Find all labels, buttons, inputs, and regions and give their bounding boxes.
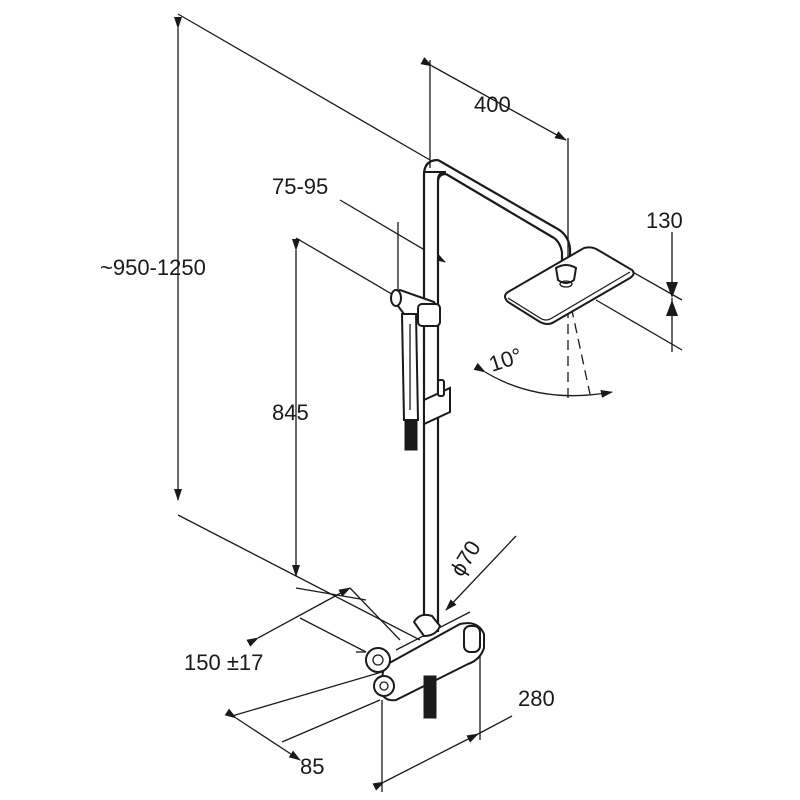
thermostat-width-label: 280 [518,686,555,711]
rain-shower-head [504,246,635,325]
spray-angle-label: 10° [486,343,525,377]
arm-length-dimension: 400 [420,57,569,262]
wall-distance-dimension: 85 [224,671,383,779]
head-height-dimension: 130 [595,208,683,352]
rail-height-label: 845 [272,400,309,425]
head-offset-label: 75-95 [272,174,328,199]
head-offset-dimension: 75-95 [272,174,446,290]
arm-length-label: 400 [474,92,511,117]
inlet-spacing-label: 150 ±17 [184,650,263,675]
head-height-label: 130 [646,208,683,233]
thermostat-width-dimension: 280 [372,640,555,792]
pipe-diameter-dimension: ϕ70 [445,535,517,611]
wall-distance-label: 85 [300,754,324,779]
inlet-spacing-dimension: 150 ±17 [184,587,401,675]
hose-holder [423,379,451,426]
total-height-dimension: ~950-1250 [100,13,431,641]
total-height-label: ~950-1250 [100,255,206,280]
rail-height-dimension: 845 [272,237,403,601]
thermostat-mixer [356,611,485,719]
hand-shower [400,313,420,451]
